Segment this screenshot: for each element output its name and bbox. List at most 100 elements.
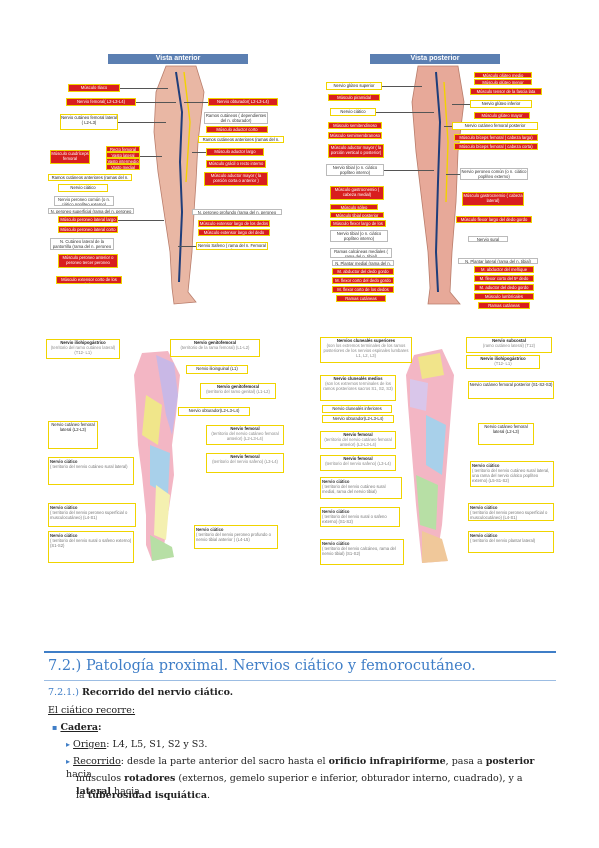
figure-dermatomes-lateral: Nervio iliohipogástrico (territorio del … [46, 335, 296, 575]
derm-lat-ilioinguinal: Nervio ilioinguinal (L1) [186, 365, 248, 374]
label-lumbricales: Músculo lumbricales [474, 293, 534, 300]
label-flexor-corto-dedos: M. flexor corto de los dedos [332, 286, 394, 293]
sublist-recorrido-line1: ▸ Recorrido: desde la parte anterior del… [66, 756, 535, 780]
derm-post-iliohipogastrico: Nervio iliohipogástrico (T12- L1) [466, 355, 540, 369]
derm-post-ciatico-sural: Nervio ciático ( territorio del nervio s… [320, 507, 400, 527]
label-tensor-fascia-lata: Músculo tensor de la fascia lata [470, 88, 542, 95]
label-ramas-calcaneas: Ramas calcáneas mediales ( rama del n. t… [330, 248, 392, 258]
label-gastrocnemio-lateral: Músculo gastrocnemio ( cabeza lateral) [462, 192, 524, 206]
label-tibial-posterior: Músculo tibial posterior [330, 212, 384, 218]
figure-dermatomes-posterior: Nervios clunealés superiores (son los ex… [318, 335, 558, 575]
section-title: Patología proximal. Nervios ciático y fe… [85, 658, 476, 674]
derm-lat-ciatico-peroneo-sup: Nervio ciático ( territorio del nervio p… [48, 503, 136, 527]
label-gluteo-menor: Músculo glúteo menor [474, 79, 532, 85]
label-ramos-cutaneos-anteriores-2: Ramos cutáneos anteriores (ramas del n. … [48, 174, 132, 181]
label-vasto-lateral: Vasto lateral [106, 152, 140, 158]
label-peroneo-comun: Nervio peroneo común (o n. ciático poplí… [54, 196, 114, 206]
subsection-number: 7.2.1.) [48, 687, 79, 698]
label-aductor-mayor: Músculo aductor mayor ( la porción corta… [204, 172, 268, 186]
derm-lat-obturador: Nervio obturador(L2-L3-L4) [178, 407, 250, 416]
item-label-cadera: Cadera [60, 722, 99, 733]
label-soleo: Músculo sóleo [330, 204, 378, 210]
label-aductor-corto: Músculo aductor corto [206, 126, 268, 133]
label-posterior-ciatico: Nervio ciático [330, 108, 376, 116]
anterior-view-title: Vista anterior [108, 54, 248, 64]
label-cutaneo-femoral-posterior: Nervio cutáneo femoral posterior [452, 122, 538, 130]
origen-label: Origen [73, 739, 107, 750]
label-biceps-corta: Músculo bíceps femoral ( cabeza corta) [454, 143, 538, 150]
label-semitendinoso: Músculo semitendinoso [328, 122, 382, 129]
subsection-title: Recorrido del nervio ciático. [81, 687, 234, 698]
section-number: 7.2.) [48, 658, 82, 674]
label-nervio-femoral: Nervio femoral( L2-L3-L4) [66, 98, 136, 106]
derm-lat-femoral-anterior: Nervio femoral (territorio del nervio cu… [206, 425, 284, 445]
label-flexor-corto-5: M. flexor corto del 5º dedo [474, 275, 534, 282]
section-bottom-rule [44, 680, 556, 681]
label-peroneo-profundo: N. peroneo profundo (rama del n. peroneo… [192, 209, 282, 215]
derm-lat-cutaneo-femoral: Nervio cutáneo femoral lateral (L2-L3) [48, 421, 98, 449]
label-gastrocnemio-medial: Músculo gastrocnemio ( cabeza medial) [330, 186, 384, 200]
derm-post-obturador: Nervio obturador(L2-L3-L4) [322, 415, 394, 423]
label-semimembranoso: Músculo semimembranoso [328, 132, 382, 139]
label-cuadriceps-femoral: Músculo cuadríceps femoral [50, 150, 90, 164]
label-abductor-menique: M. abductor del meñique [474, 266, 534, 273]
label-ramas-cutaneas-1: Ramas cutáneas [336, 295, 386, 302]
label-nervio-obturador: Nervio obturador( L2-L3-L4) [208, 98, 278, 106]
sublist-recorrido-line3: la tuberosidad isquiática. [76, 790, 211, 801]
derm-post-cluneales-inferiores: Nervio clunealés inferiores [322, 405, 392, 413]
label-peroneo-lateral-corto: Músculo peroneo lateral corto [58, 226, 118, 233]
label-gluteo-mayor: Músculo glúteo mayor [474, 112, 530, 119]
sublist-origen: ▸ Origen: L4, L5, S1, S2 y S3. [66, 738, 207, 751]
label-plantar-lateral: N. Plantar lateral (rama del n. tibial) [458, 258, 538, 264]
label-extensor-corto-dedos: Músculo extensor corto de los dedos [56, 276, 122, 284]
list-item-cadera: ▪ Cadera: [52, 722, 102, 733]
posterior-view-title: Vista posterior [370, 54, 500, 64]
label-tibial-2: Nervio tibial (o n. ciático poplíteo int… [330, 230, 388, 242]
derm-lat-ciatico-peroneo-prof: Nervio ciático ( territorio del nervio p… [194, 525, 278, 549]
label-cutaneo-femoral-lateral: Nervio cutáneo femoral lateral ( L2-L3) [60, 114, 118, 130]
label-tibial-1: Nervio tibial (o n. ciático poplíteo int… [326, 164, 384, 176]
label-ramos-cutaneos-obturador: Ramos cutáneos ( dependientes del n. obt… [204, 112, 268, 124]
derm-lat-ciatico-sural-lateral: Nervio ciático ( territorio del nervio c… [48, 457, 134, 485]
derm-lat-femoral-safeno: Nervio femoral (territorio del nervio sa… [206, 453, 284, 473]
derm-post-ciatico-calcaneo: Nervio ciático ( territorio del nervio c… [320, 539, 404, 565]
label-peroneo-anterior: Músculo peroneo anterior o peroneo terce… [58, 254, 118, 268]
label-abductor-dedo-gordo: M. abductor del dedo gordo [332, 268, 394, 275]
derm-lat-genitofemoral-femoral: Nervio genitofemoral (territorio de la r… [170, 339, 260, 357]
label-gluteo-superior: Nervio glúteo superior [326, 82, 382, 90]
label-peroneo-superficial: N. peroneo superficial (rama del n. pero… [48, 208, 134, 214]
anterior-leg-illustration [153, 65, 205, 305]
label-biceps-larga: Músculo bíceps femoral ( cabeza larga) [454, 134, 538, 141]
label-flexor-largo-dedos: Músculo flexor largo de los dedos [330, 220, 386, 227]
derm-post-ciatico-sural-lateral: Nervio ciático ( territorio del nervio c… [470, 461, 554, 487]
posterior-leg-dermatome-map [406, 349, 454, 563]
section-top-rule [44, 651, 556, 653]
label-piramidal: Músculo piramidal [328, 94, 380, 101]
label-nervio-safeno: Nervio Safeno ( rama del n. Femoral ) [196, 242, 268, 250]
label-nervio-ciatico: Nervio ciático [58, 184, 108, 192]
derm-post-cluneales-medios: Nervio clunealés medios (son los extremo… [320, 375, 396, 401]
bullet-icon: ▪ [52, 723, 58, 732]
arrow-bullet-icon-2: ▸ [66, 757, 71, 766]
label-musculo-iliaco: Músculo Iliaco [68, 84, 120, 92]
label-gluteo-inferior: Nervio glúteo inferior [470, 100, 532, 108]
derm-post-ciatico-plantar-lateral: Nervio ciático ( territorio del nervio p… [468, 531, 554, 553]
derm-post-cluneales-superiores: Nervios clunealés superiores (son los ex… [320, 337, 412, 363]
subsection-heading: 7.2.1.) Recorrido del nervio ciático. [48, 686, 233, 699]
label-flexor-largo-dedo-gordo: Músculo flexor largo del dedo gordo [456, 216, 532, 223]
label-ramos-cutaneos-anteriores: Ramos cutáneos anteriores (ramas del n. … [198, 136, 284, 143]
posterior-leg-illustration [411, 65, 465, 305]
derm-post-cutaneo-femoral-posterior: Nervio cutáneo femoral posterior (S1-S2-… [468, 381, 554, 399]
lateral-leg-dermatome-map [134, 351, 180, 561]
derm-lat-genitofemoral-genital: Nervio genitofemoral (territorio del ram… [200, 383, 276, 399]
figure-posterior-view: Vista posterior Músculo glúteo medio Mús… [318, 52, 558, 310]
label-gracil: Músculo grácil o recto interno [206, 160, 266, 168]
label-flexor-corto-dedo-gordo: M. flexor corto del dedo gordo [332, 277, 394, 284]
derm-post-femoral-anterior: Nervio femoral (territorio del nervio cu… [320, 431, 396, 449]
label-aductor-mayor-posterior: Músculo aductor mayor ( la porción verti… [328, 144, 384, 158]
sublist-recorrido-line2: músculos rotadores (externos, gemelo sup… [76, 773, 523, 797]
label-extensor-largo-dedo-gordo: Músculo extensor largo del dedo gordo [198, 229, 270, 236]
derm-post-femoral-safeno: Nervio femoral (territorio del nervio sa… [320, 455, 396, 471]
derm-post-ciatico-peroneo-sup: Nervio ciático ( territorio del nervio p… [468, 503, 554, 521]
label-nervio-sural: Nervio sural [468, 236, 508, 242]
